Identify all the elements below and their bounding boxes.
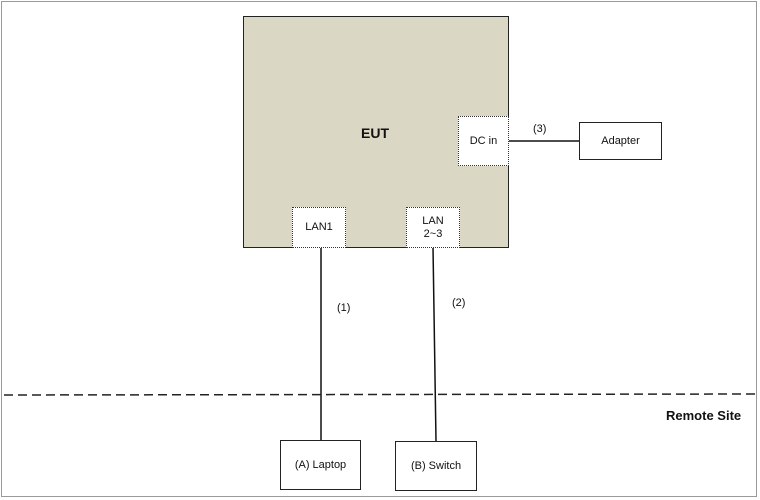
adapter-label: Adapter (601, 135, 640, 147)
port-lan1: LAN1 (292, 207, 346, 248)
connection-label-2: (2) (452, 297, 466, 309)
connection-label-3: (3) (533, 123, 547, 135)
laptop-label: (A) Laptop (294, 459, 347, 471)
port-lan2-3-label-line1: LAN (422, 214, 444, 227)
connection-label-1: (1) (337, 302, 351, 314)
remote-site-label: Remote Site (666, 408, 742, 423)
port-dc-in: DC in (458, 116, 509, 166)
adapter-box: Adapter (579, 122, 662, 160)
cable-2 (432, 246, 437, 442)
laptop-box: (A) Laptop (280, 440, 361, 490)
eut-label: EUT (361, 125, 389, 141)
port-lan2-3-label-line2: 2~3 (423, 227, 443, 240)
port-dc-in-label: DC in (469, 134, 498, 147)
switch-label: (B) Switch (410, 460, 462, 472)
port-lan2-3: LAN 2~3 (406, 207, 460, 248)
switch-box: (B) Switch (395, 441, 477, 491)
port-lan1-label: LAN1 (305, 221, 333, 233)
remote-site-divider (3, 393, 757, 396)
